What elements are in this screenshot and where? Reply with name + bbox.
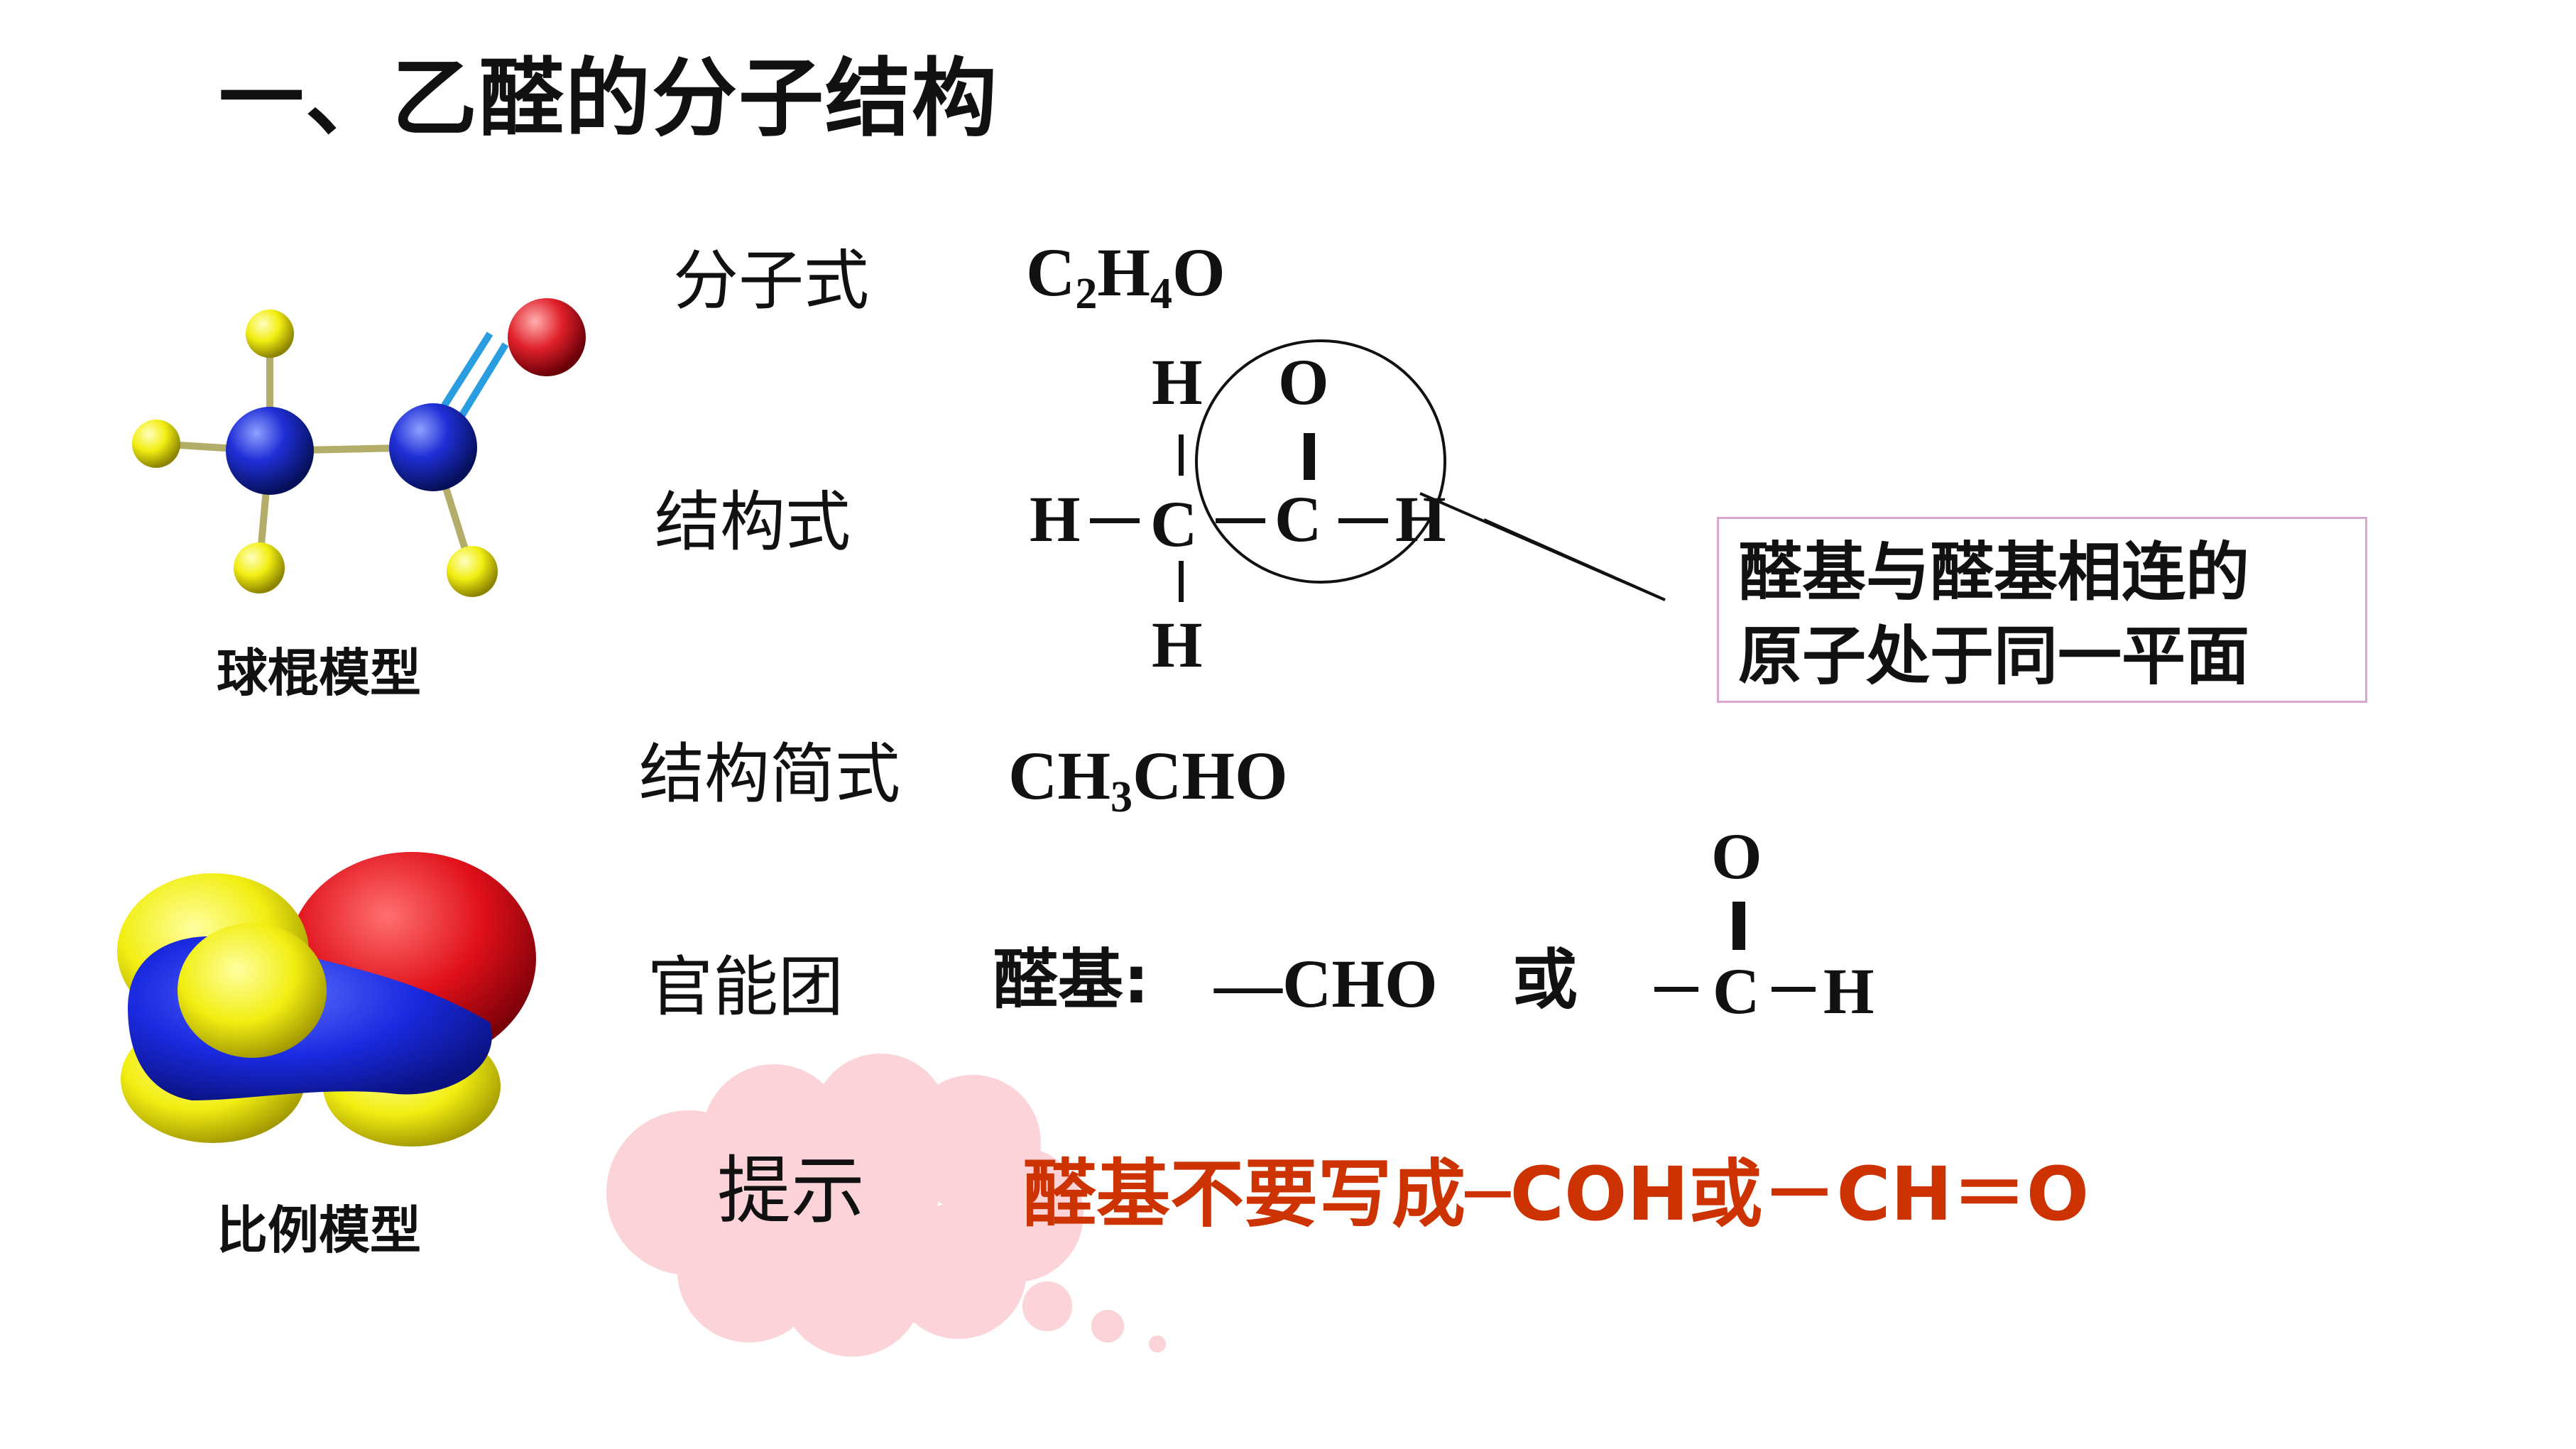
fg-bond-left: [1654, 987, 1698, 992]
fg-atom-o: O: [1711, 820, 1762, 892]
hydrogen-atom: [178, 923, 327, 1058]
callout-line-2: 原子处于同一平面: [1738, 619, 2249, 694]
atom-c1: C: [1150, 488, 1198, 560]
carbon-atom: [389, 403, 477, 491]
space-filling-model: [117, 852, 536, 1147]
bond-horizontal: [1090, 518, 1140, 523]
bond-vertical: [1179, 434, 1184, 476]
callout-box: [1717, 517, 2367, 703]
atom-h-right: H: [1395, 483, 1446, 555]
or-text: 或: [1512, 942, 1578, 1018]
ball-stick-caption: 球棍模型: [217, 643, 422, 703]
fg-atom-h: H: [1823, 955, 1874, 1027]
atom-h-left: H: [1030, 483, 1081, 555]
functional-group-name: 醛基:: [993, 942, 1150, 1018]
structural-formula-label: 结构式: [655, 484, 851, 560]
hint-cloud: [606, 1054, 1166, 1357]
page-title: 一、乙醛的分子结构: [219, 50, 998, 148]
functional-group-dash-formula: —CHO: [1214, 946, 1438, 1022]
space-filling-caption: 比例模型: [217, 1201, 422, 1260]
hydrogen-atom: [246, 310, 294, 358]
atom-h-top: H: [1152, 346, 1203, 418]
bond-double-vertical: [1304, 433, 1315, 480]
functional-group-label: 官能团: [648, 949, 844, 1025]
condensed-formula: CH3CHO: [1008, 738, 1288, 821]
fg-atom-c: C: [1713, 955, 1760, 1027]
fg-double-bond: [1732, 902, 1745, 950]
molecular-formula: C2H4O: [1026, 234, 1226, 318]
atom-o-top: O: [1278, 346, 1329, 418]
hint-label: 提示: [717, 1147, 866, 1234]
bond-horizontal: [1216, 518, 1265, 523]
bond-vertical: [1179, 561, 1184, 602]
hint-warning: 醛基不要写成─COH或－CH＝O: [1022, 1151, 2090, 1237]
hydrogen-atom: [447, 546, 498, 597]
atom-h-bottom: H: [1152, 608, 1203, 681]
aldehyde-group-highlight: [1195, 339, 1666, 601]
atom-c2: C: [1275, 483, 1322, 555]
ball-stick-model: [132, 298, 586, 597]
carbon-atom: [226, 407, 314, 495]
hydrogen-atom: [132, 420, 180, 468]
callout-line-1: 醛基与醛基相连的: [1738, 535, 2249, 610]
oxygen-atom: [508, 298, 586, 376]
hydrogen-atom: [234, 542, 285, 594]
molecular-formula-label: 分子式: [673, 243, 870, 319]
fg-bond-right: [1772, 987, 1816, 992]
bond-horizontal: [1338, 518, 1388, 523]
condensed-formula-label: 结构简式: [639, 736, 901, 812]
